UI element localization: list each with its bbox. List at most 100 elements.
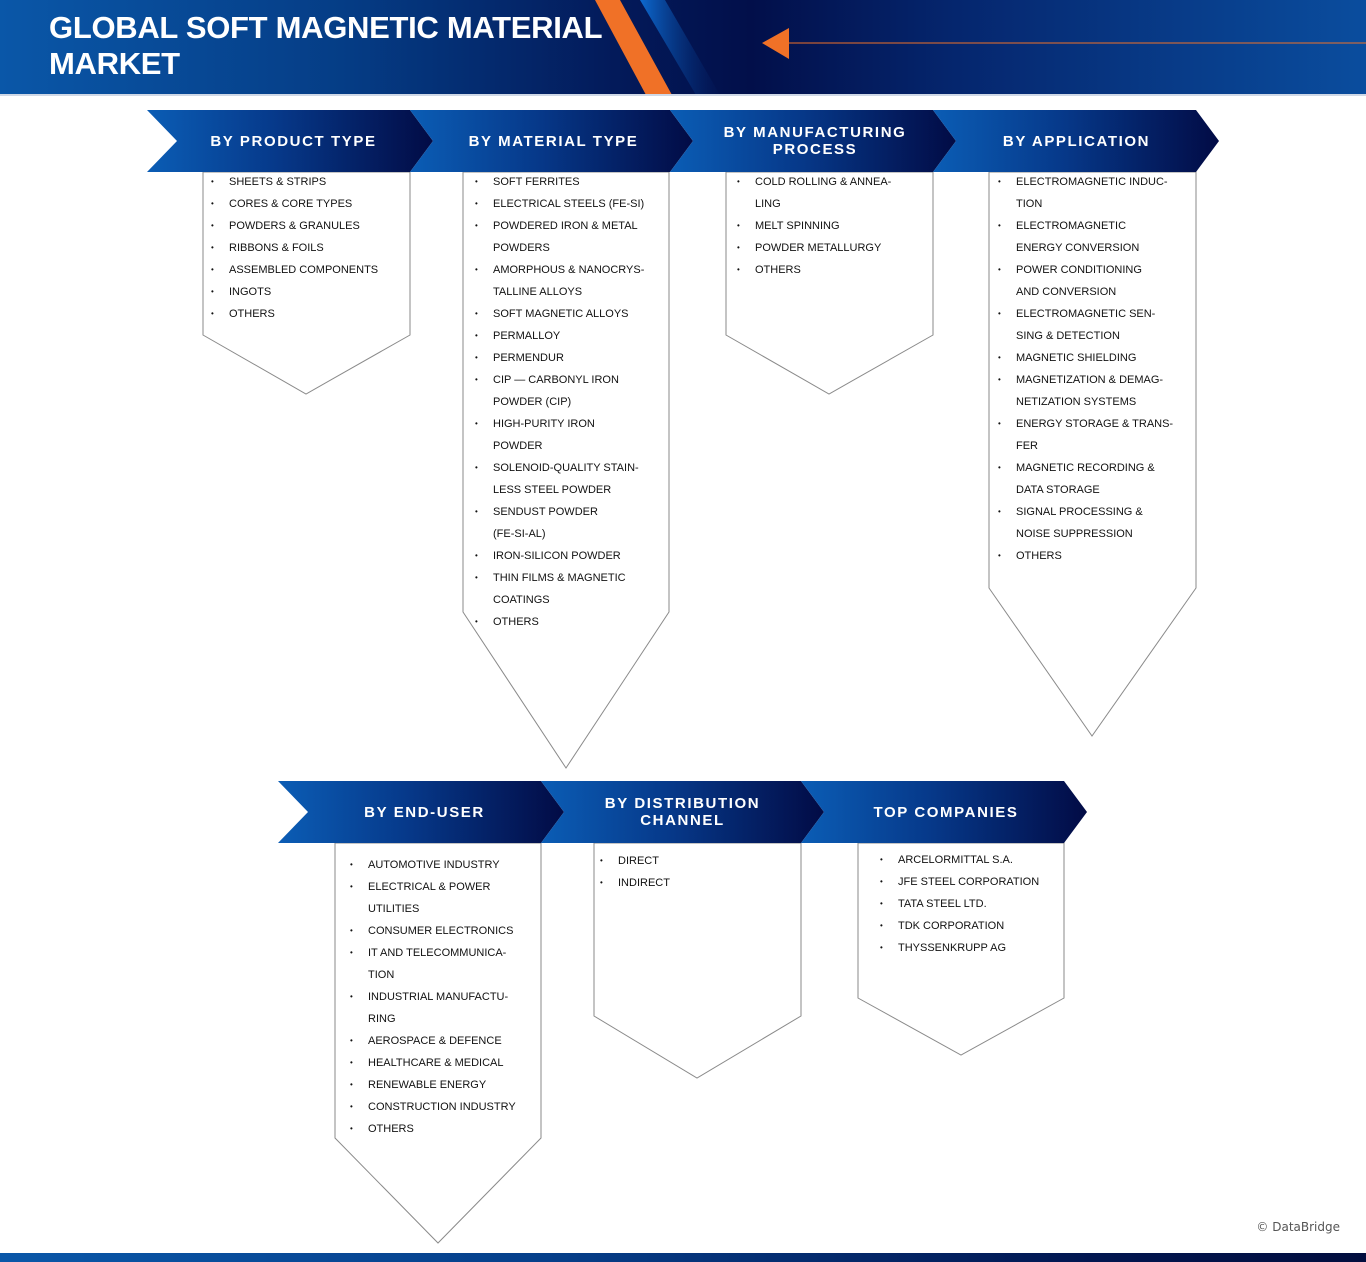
list-item-line: INDIRECT	[618, 877, 670, 889]
list-item-line: COLD ROLLING & ANNEA-	[755, 176, 892, 188]
list-item: CORES & CORE TYPES	[211, 193, 406, 215]
list-item: INDIRECT	[600, 872, 795, 894]
list-item: SENDUST POWDER (FE-SI-AL)	[475, 501, 665, 545]
list-item-line: SIGNAL PROCESSING &	[1016, 506, 1143, 518]
list-item: MAGNETIZATION & DEMAG-NETIZATION SYSTEMS	[998, 369, 1193, 413]
list-item: ASSEMBLED COMPONENTS	[211, 259, 406, 281]
segment-title-distribution-channel: BY DISTRIBUTION CHANNEL	[604, 795, 761, 829]
list-item-line: JFE STEEL CORPORATION	[898, 876, 1040, 888]
list-item: HEALTHCARE & MEDICAL	[350, 1052, 538, 1074]
list-item-line: OTHERS	[229, 308, 275, 320]
list-item: CONSTRUCTION INDUSTRY	[350, 1096, 538, 1118]
list-item: AEROSPACE & DEFENCE	[350, 1030, 538, 1052]
list-item-line: SENDUST POWDER	[493, 506, 598, 518]
header-banner: GLOBAL SOFT MAGNETIC MATERIAL MARKET	[0, 0, 1366, 95]
list-end-user: AUTOMOTIVE INDUSTRY ELECTRICAL & POWERUTI…	[350, 854, 538, 1140]
list-item: IRON-SILICON POWDER	[475, 545, 665, 567]
list-item: INGOTS	[211, 281, 406, 303]
list-item-line: LING	[755, 198, 781, 210]
list-item: OTHERS	[350, 1118, 538, 1140]
header-decoration	[595, 0, 1366, 95]
list-item-line: CONSUMER ELECTRONICS	[368, 925, 514, 937]
chevron-top-companies	[801, 781, 1087, 843]
list-item-line: MAGNETIC SHIELDING	[1016, 352, 1137, 364]
footer-bar	[0, 1253, 1366, 1262]
list-manufacturing-process: COLD ROLLING & ANNEA- LING MELT SPINNINGPO…	[737, 171, 929, 281]
list-item-line: AMORPHOUS & NANOCRYS-	[493, 264, 645, 276]
list-item: TATA STEEL LTD.	[880, 893, 1060, 915]
list-item: CONSUMER ELECTRONICS	[350, 920, 538, 942]
list-item-line: (FE-SI-AL)	[493, 528, 546, 540]
copyright-label: © DataBridge	[1256, 1220, 1340, 1234]
list-item-line: AUTOMOTIVE INDUSTRY	[368, 859, 500, 871]
list-item-line: NOISE SUPPRESSION	[1016, 528, 1133, 540]
list-item-line: MAGNETIC RECORDING &	[1016, 462, 1155, 474]
list-item: POWDER METALLURGY	[737, 237, 929, 259]
list-item-line: ELECTROMAGNETIC SEN-	[1016, 308, 1156, 320]
page-title: GLOBAL SOFT MAGNETIC MATERIAL MARKET	[49, 10, 602, 81]
list-item-line: DATA STORAGE	[1016, 484, 1100, 496]
list-material-type: SOFT FERRITESELECTRICAL STEELS (FE-SI)PO…	[475, 171, 665, 633]
list-item-line: RIBBONS & FOILS	[229, 242, 324, 254]
list-item: AMORPHOUS & NANOCRYS-TALLINE ALLOYS	[475, 259, 665, 303]
list-item-line: THIN FILMS & MAGNETIC	[493, 572, 626, 584]
list-item-line: IT AND TELECOMMUNICA-	[368, 947, 507, 959]
list-item-line: OTHERS	[368, 1123, 414, 1135]
list-item-line: DIRECT	[618, 855, 659, 867]
list-item-line: ENERGY STORAGE & TRANS-	[1016, 418, 1174, 430]
list-item: AUTOMOTIVE INDUSTRY	[350, 854, 538, 876]
list-item-line: THYSSENKRUPP AG	[898, 942, 1006, 954]
chevron-manufacturing-process	[670, 110, 956, 172]
segment-title-end-user: BY END-USER	[364, 803, 485, 821]
list-item-line: TION	[368, 969, 395, 981]
list-item: OTHERS	[998, 545, 1193, 567]
list-item: OTHERS	[475, 611, 665, 633]
segment-title-application: BY APPLICATION	[1002, 132, 1151, 150]
list-item-line: CIP — CARBONYL IRON	[493, 374, 619, 386]
arrow-left-icon	[762, 28, 789, 59]
segment-title-product-type: BY PRODUCT TYPE	[210, 132, 377, 150]
list-item: COLD ROLLING & ANNEA- LING	[737, 171, 929, 215]
list-item: MAGNETIC RECORDING & DATA STORAGE	[998, 457, 1193, 501]
list-item: INDUSTRIAL MANUFACTU- RING	[350, 986, 538, 1030]
list-item-line: LESS STEEL POWDER	[493, 484, 612, 496]
list-item-line: SHEETS & STRIPS	[229, 176, 327, 188]
orange-stripe	[595, 0, 672, 95]
list-item-line: AEROSPACE & DEFENCE	[368, 1035, 502, 1047]
list-item-line: ENERGY CONVERSION	[1016, 242, 1140, 254]
list-item: MELT SPINNING	[737, 215, 929, 237]
chevron-distribution-channel	[541, 781, 824, 843]
list-item-line: ELECTRICAL & POWER	[368, 881, 491, 893]
list-item: DIRECT	[600, 850, 795, 872]
list-item-line: POWDERS	[493, 242, 550, 254]
list-item: ARCELORMITTAL S.A.	[880, 849, 1060, 871]
list-item: OTHERS	[211, 303, 406, 325]
list-item: SIGNAL PROCESSING & NOISE SUPPRESSION	[998, 501, 1193, 545]
chevron-end-user	[278, 781, 564, 843]
list-item: IT AND TELECOMMUNICA- TION	[350, 942, 538, 986]
list-item: THYSSENKRUPP AG	[880, 937, 1060, 959]
list-item-line: HIGH-PURITY IRON	[493, 418, 595, 430]
list-item-line: CORES & CORE TYPES	[229, 198, 353, 210]
list-application: ELECTROMAGNETIC INDUC-TIONELECTROMAGNETI…	[998, 171, 1193, 567]
list-item-line: TDK CORPORATION	[898, 920, 1005, 932]
list-item: PERMENDUR	[475, 347, 665, 369]
list-item-line: INDUSTRIAL MANUFACTU-	[368, 991, 509, 1003]
list-item-line: POWER CONDITIONING	[1016, 264, 1142, 276]
list-item-line: OTHERS	[755, 264, 801, 276]
list-item-line: PERMALLOY	[493, 330, 561, 342]
list-item-line: RING	[368, 1013, 396, 1025]
list-item-line: POWDERS & GRANULES	[229, 220, 360, 232]
list-item-line: SOLENOID-QUALITY STAIN-	[493, 462, 639, 474]
list-item: OTHERS	[737, 259, 929, 281]
list-item-line: FER	[1016, 440, 1038, 452]
list-top-companies: ARCELORMITTAL S.A. JFE STEEL CORPORATION T…	[880, 849, 1060, 959]
chevron-application	[933, 110, 1219, 172]
list-item-line: IRON-SILICON POWDER	[493, 550, 621, 562]
list-distribution-channel: DIRECT INDIRECT	[600, 850, 795, 894]
blue-stripe	[640, 0, 720, 95]
